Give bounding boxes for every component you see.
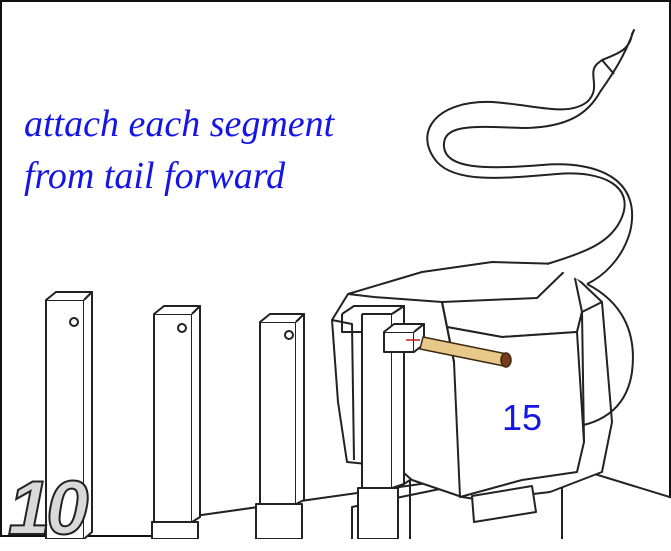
segment-stand	[471, 485, 537, 523]
instruction-line-2: from tail forward	[24, 155, 286, 197]
line-art	[45, 29, 671, 539]
dowel	[419, 336, 512, 368]
support-post-1	[45, 291, 93, 539]
support-post-3	[255, 313, 305, 539]
step-number: 10	[7, 466, 90, 551]
instruction-text: attach each segment from tail forward	[24, 98, 334, 202]
segment-number-label: 15	[502, 397, 543, 438]
instruction-line-1: attach each segment	[24, 103, 335, 145]
connector-block	[383, 323, 425, 353]
support-post-2	[151, 305, 201, 539]
